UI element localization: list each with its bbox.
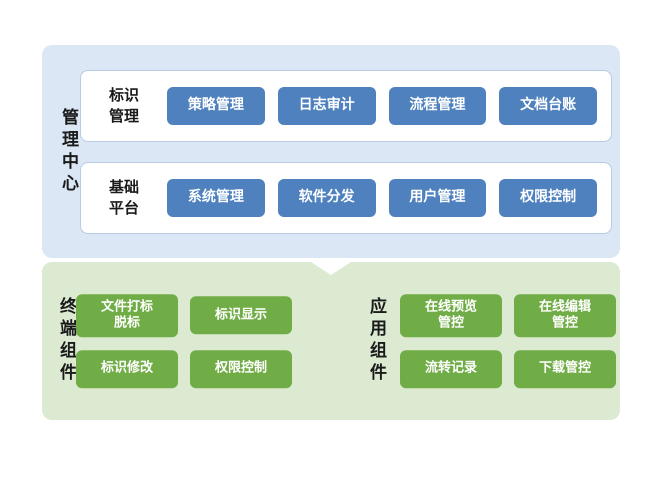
group-basic-platform: 基础 平台 系统管理 软件分发 用户管理 权限控制	[80, 161, 612, 234]
management-center-panel: 管理中心 标识 管理 策略管理 日志审计 流程管理 文档台账 基础 平台 系统管…	[42, 45, 620, 258]
log-audit-button[interactable]: 日志审计	[277, 86, 376, 125]
panel-notch	[311, 262, 351, 275]
application-components-label: 应用组件	[366, 297, 386, 385]
management-center-label: 管理中心	[58, 107, 78, 196]
software-distribution-button[interactable]: 软件分发	[277, 178, 376, 217]
group-title-label-management: 标识 管理	[108, 86, 139, 125]
label-management-buttons: 策略管理 日志审计 流程管理 文档台账	[167, 86, 597, 125]
management-groups: 标识 管理 策略管理 日志审计 流程管理 文档台账 基础 平台 系统管理 软件分…	[80, 45, 612, 258]
online-edit-control-button[interactable]: 在线编辑 管控	[514, 294, 616, 337]
file-marking-unmarking-button[interactable]: 文件打标 脱标	[76, 294, 178, 337]
basic-platform-buttons: 系统管理 软件分发 用户管理 权限控制	[167, 178, 597, 217]
policy-management-button[interactable]: 策略管理	[167, 86, 265, 125]
user-management-button[interactable]: 用户管理	[388, 178, 487, 217]
label-display-button[interactable]: 标识显示	[190, 296, 292, 335]
label-modify-button[interactable]: 标识修改	[76, 349, 178, 388]
terminal-components-label: 终端组件	[56, 297, 76, 385]
terminal-permission-control-button[interactable]: 权限控制	[190, 349, 292, 388]
permission-control-button[interactable]: 权限控制	[499, 178, 597, 217]
process-management-button[interactable]: 流程管理	[388, 86, 487, 125]
online-preview-control-button[interactable]: 在线预览 管控	[400, 294, 502, 337]
group-title-basic-platform: 基础 平台	[108, 178, 139, 217]
components-panel: 终端组件 文件打标 脱标 标识显示 标识修改 权限控制 应用组件 在线预览 管控…	[42, 262, 620, 420]
terminal-buttons: 文件打标 脱标 标识显示 标识修改 权限控制	[76, 294, 292, 388]
system-management-button[interactable]: 系统管理	[167, 178, 265, 217]
application-buttons: 在线预览 管控 在线编辑 管控 流转记录 下载管控	[400, 294, 616, 388]
document-ledger-button[interactable]: 文档台账	[499, 86, 597, 125]
download-control-button[interactable]: 下载管控	[514, 349, 616, 388]
group-label-management: 标识 管理 策略管理 日志审计 流程管理 文档台账	[80, 69, 612, 142]
circulation-record-button[interactable]: 流转记录	[400, 349, 502, 388]
